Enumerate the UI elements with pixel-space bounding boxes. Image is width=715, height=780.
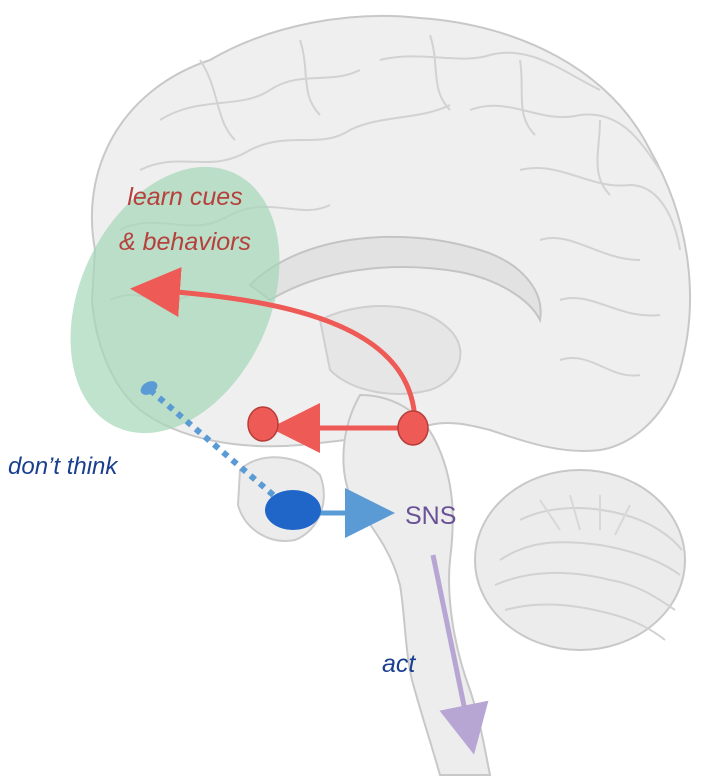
red-node-target <box>248 407 278 441</box>
behaviors-label: & behaviors <box>119 228 251 256</box>
cerebellum <box>475 470 685 650</box>
sns-label: SNS <box>405 502 456 530</box>
learn-cues-label: learn cues <box>127 183 242 211</box>
red-node-amygdala-output <box>398 411 428 445</box>
act-label: act <box>382 650 416 678</box>
dont-think-label: don’t think <box>8 453 119 480</box>
blue-node <box>265 490 321 530</box>
